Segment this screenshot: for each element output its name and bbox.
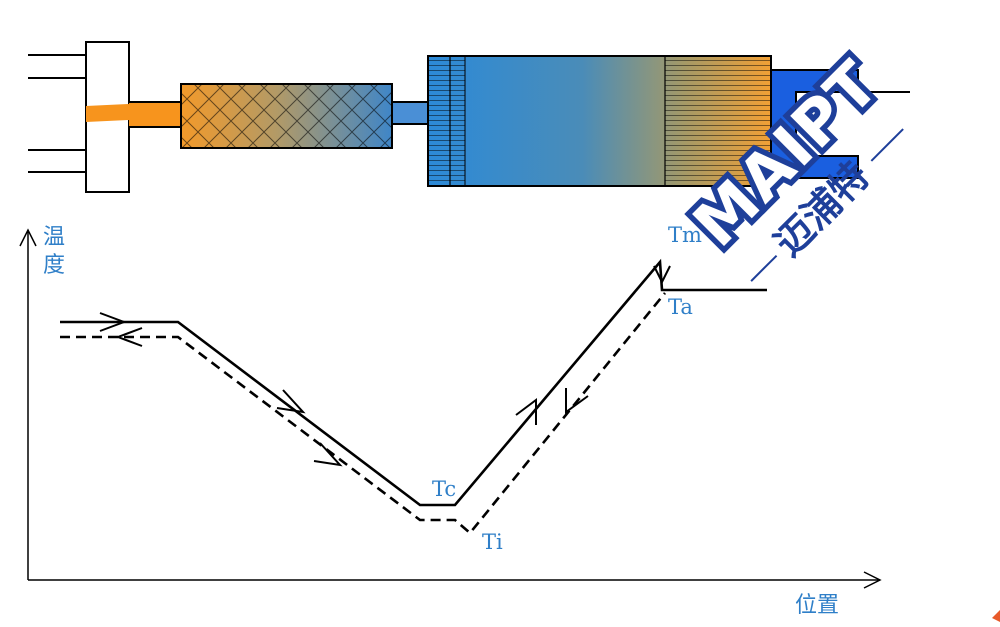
watermark-rule-right bbox=[870, 128, 904, 162]
point-label-tm: Tm bbox=[668, 223, 702, 247]
arrow-solid-up bbox=[515, 398, 537, 425]
arrow-solid-down-tm bbox=[653, 265, 671, 285]
axes bbox=[19, 228, 882, 589]
x-axis-arrowhead bbox=[863, 571, 882, 589]
y-axis-arrowhead bbox=[19, 228, 37, 247]
arrow-solid-right bbox=[99, 312, 127, 332]
feed-neck-fill bbox=[129, 103, 181, 126]
temperature-curves bbox=[60, 258, 767, 535]
arrow-solid-down-1 bbox=[276, 389, 306, 414]
arrow-dashed-left bbox=[115, 327, 143, 347]
x-axis-label: 位置 bbox=[795, 593, 839, 618]
point-label-ta: Ta bbox=[668, 295, 693, 319]
nozzle-neck bbox=[391, 101, 430, 125]
solid-profile-line bbox=[60, 258, 767, 507]
arrow-dashed-down-3 bbox=[565, 388, 589, 414]
watermark-rule-left bbox=[750, 254, 778, 282]
arrow-dashed-down-2 bbox=[313, 442, 343, 467]
mold-left-fins bbox=[428, 56, 465, 186]
y-axis-label-line1: 温 bbox=[43, 225, 65, 250]
mold-right-fins bbox=[665, 56, 771, 186]
barrel-hatch bbox=[181, 84, 392, 148]
corner-mark bbox=[992, 610, 1000, 622]
outlet-bracket bbox=[770, 69, 859, 179]
y-axis-label-line2: 度 bbox=[43, 253, 65, 278]
point-label-tc: Tc bbox=[432, 477, 456, 501]
dashed-profile-line bbox=[60, 292, 667, 535]
equipment-schematic bbox=[28, 41, 910, 193]
point-label-ti: Ti bbox=[482, 530, 503, 554]
